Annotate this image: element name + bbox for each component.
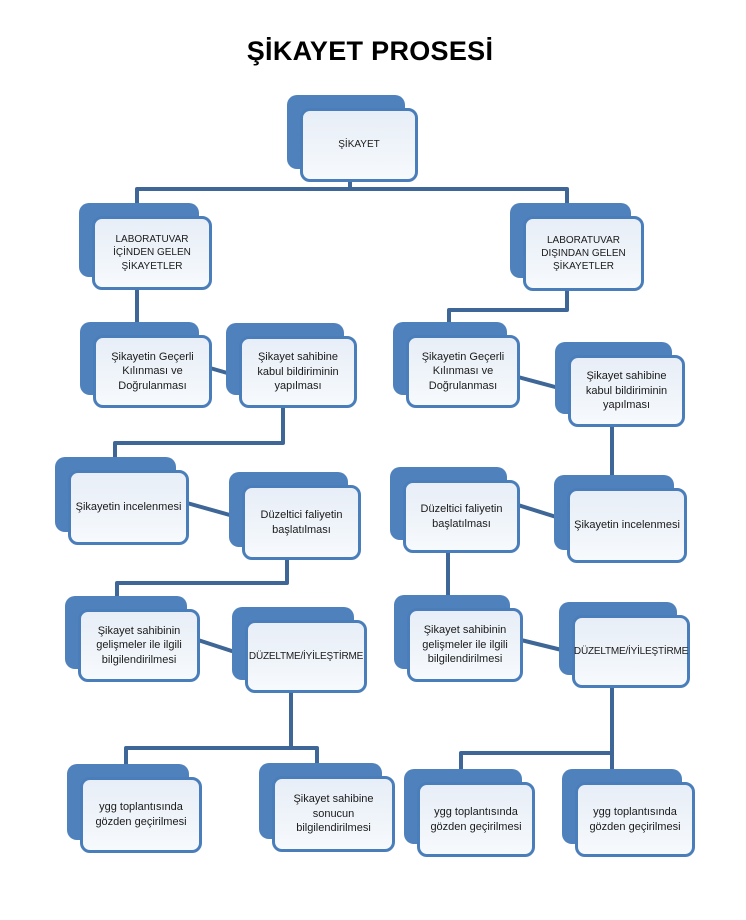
flow-node-lab-disindan: LABORATUVAR DIŞINDAN GELEN ŞİKAYETLER: [510, 203, 644, 291]
flow-node-l-sonuc: Şikayet sahibine sonucun bilgilendirilme…: [259, 763, 395, 852]
node-face: Şikayetin Geçerli Kılınması ve Doğrulanm…: [406, 335, 520, 408]
connector-root-to-branches: [135, 179, 569, 213]
node-label: ygg toplantısında gözden geçirilmesi: [430, 805, 522, 833]
node-face: Şikayet sahibinin gelişmeler ile ilgili …: [407, 608, 523, 682]
node-face: Şikayet sahibinin gelişmeler ile ilgili …: [78, 609, 200, 682]
page-title: ŞİKAYET PROSESİ: [246, 36, 494, 66]
flow-node-lab-icinden: LABORATUVAR İÇİNDEN GELEN ŞİKAYETLER: [79, 203, 212, 290]
flow-node-l-inceleme: Şikayetin incelenmesi: [55, 457, 189, 545]
node-label: Şikayet sahibinin gelişmeler ile ilgili …: [422, 624, 508, 666]
node-label: LABORATUVAR İÇİNDEN GELEN ŞİKAYETLER: [113, 234, 191, 272]
node-label: LABORATUVAR DIŞINDAN GELEN ŞİKAYETLER: [541, 234, 626, 273]
node-face: ygg toplantısında gözden geçirilmesi: [417, 782, 535, 857]
node-label: ygg toplantısında gözden geçirilmesi: [95, 801, 187, 828]
flow-node-r-inceleme: Şikayetin incelenmesi: [554, 475, 687, 563]
connector-l-kabul-to-inceleme: [113, 406, 285, 460]
node-face: LABORATUVAR DIŞINDAN GELEN ŞİKAYETLER: [523, 216, 644, 291]
flow-node-l-gecerli: Şikayetin Geçerli Kılınması ve Doğrulanm…: [80, 322, 212, 408]
node-face: ygg toplantısında gözden geçirilmesi: [80, 777, 202, 853]
node-label: Şikayet sahibine kabul bildiriminin yapı…: [257, 351, 339, 393]
node-face: LABORATUVAR İÇİNDEN GELEN ŞİKAYETLER: [92, 216, 212, 290]
node-label: Şikayetin Geçerli Kılınması ve Doğrulanm…: [111, 350, 194, 392]
node-label: Şikayetin incelenmesi: [75, 501, 182, 514]
flow-node-l-ygg: ygg toplantısında gözden geçirilmesi: [67, 764, 202, 853]
flow-node-l-duzeltme: DÜZELTME/İYİLEŞTİRME: [232, 607, 367, 693]
node-face: DÜZELTME/İYİLEŞTİRME: [245, 620, 367, 693]
node-face: Şikayetin incelenmesi: [68, 470, 189, 545]
node-label: Şikayet sahibine kabul bildiriminin yapı…: [585, 370, 668, 412]
node-face: Düzeltici faliyetin başlatılması: [242, 485, 361, 560]
node-face: Şikayetin incelenmesi: [567, 488, 687, 563]
flow-node-sikayet: ŞİKAYET: [287, 95, 418, 182]
node-face: ŞİKAYET: [300, 108, 418, 182]
flow-node-r-gecerli: Şikayetin Geçerli Kılınması ve Doğrulanm…: [393, 322, 520, 408]
node-face: Şikayetin Geçerli Kılınması ve Doğrulanm…: [93, 335, 212, 408]
flow-node-r-duzeltme: DÜZELTME/İYİLEŞTİRME: [559, 602, 690, 688]
node-label: Şikayet sahibine sonucun bilgilendirilme…: [293, 793, 374, 835]
node-face: ygg toplantısında gözden geçirilmesi: [575, 782, 695, 857]
connector-l-duzeltme-to-children: [124, 691, 319, 765]
node-label: ŞİKAYET: [338, 139, 380, 151]
node-label: Şikayetin incelenmesi: [574, 519, 680, 532]
node-face: Şikayet sahibine kabul bildiriminin yapı…: [239, 336, 357, 408]
connector-l-duzeltici-to-bilgi: [115, 556, 289, 600]
node-label: DÜZELTME/İYİLEŞTİRME: [573, 645, 689, 657]
node-label: Şikayet sahibinin gelişmeler ile ilgili …: [96, 624, 182, 666]
node-label: Düzeltici faliyetin başlatılması: [420, 502, 503, 530]
flow-node-r-duzeltici: Düzeltici faliyetin başlatılması: [390, 467, 520, 553]
node-label: Düzeltici faliyetin başlatılması: [260, 508, 343, 536]
flow-node-l-duzeltici: Düzeltici faliyetin başlatılması: [229, 472, 361, 560]
connector-r-duzeltme-to-children: [459, 686, 614, 772]
node-face: Düzeltici faliyetin başlatılması: [403, 480, 520, 553]
node-face: Şikayet sahibine kabul bildiriminin yapı…: [568, 355, 685, 427]
node-label: DÜZELTME/İYİLEŞTİRME: [248, 650, 364, 662]
flow-node-r-kabul: Şikayet sahibine kabul bildiriminin yapı…: [555, 342, 685, 427]
connector-right-branch-to-gecerli: [447, 289, 569, 328]
flow-node-r-bilgi: Şikayet sahibinin gelişmeler ile ilgili …: [394, 595, 523, 682]
node-label: ygg toplantısında gözden geçirilmesi: [589, 805, 681, 833]
node-label: Şikayetin Geçerli Kılınması ve Doğrulanm…: [421, 350, 505, 392]
flow-node-l-bilgi: Şikayet sahibinin gelişmeler ile ilgili …: [65, 596, 200, 682]
flow-node-l-kabul: Şikayet sahibine kabul bildiriminin yapı…: [226, 323, 357, 408]
flow-node-r-ygg1: ygg toplantısında gözden geçirilmesi: [404, 769, 535, 857]
node-face: Şikayet sahibine sonucun bilgilendirilme…: [272, 776, 395, 852]
node-face: DÜZELTME/İYİLEŞTİRME: [572, 615, 690, 688]
flow-node-r-ygg2: ygg toplantısında gözden geçirilmesi: [562, 769, 695, 857]
